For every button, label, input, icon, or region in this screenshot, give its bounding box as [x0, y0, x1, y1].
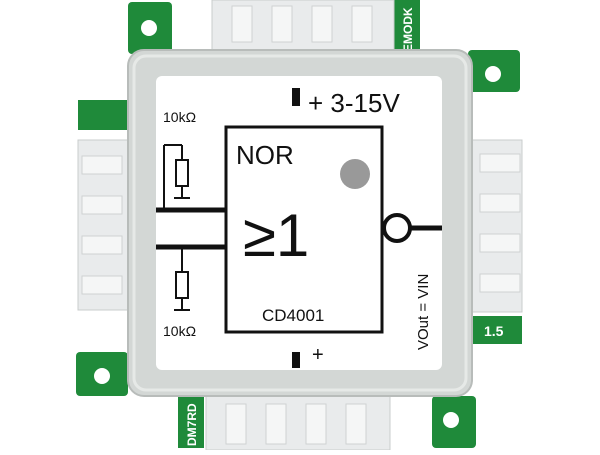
pcb-tab-right-bottom: [470, 316, 522, 344]
gate-box: [224, 125, 384, 334]
ground-marker: [292, 352, 300, 368]
resistor-top-label: 10kΩ: [163, 109, 196, 125]
supply-marker: [292, 88, 300, 106]
output-label: VOut = VIN: [415, 274, 432, 350]
connector-right: [465, 139, 523, 313]
brand-bottom-label: DM7RD: [185, 403, 199, 446]
mounting-holes: [94, 20, 501, 428]
brand-top-label: EMODK: [401, 7, 415, 52]
version-label: 1.5: [484, 323, 504, 339]
resistor-top: [163, 144, 190, 210]
connector-left: [77, 139, 135, 311]
hole-icon: [141, 20, 157, 36]
chip-label: CD4001: [262, 306, 324, 325]
hole-icon: [443, 412, 459, 428]
gate-symbol: ≥1: [243, 202, 309, 269]
supply-label: + 3-15V: [308, 88, 400, 118]
pcb-tab-bottom-left: [178, 396, 204, 448]
inversion-bubble: [382, 213, 412, 243]
status-led-indicator: [340, 159, 370, 189]
pcb-tab-top-right: [392, 0, 420, 52]
pcb-tab-left-top: [78, 100, 130, 130]
ground-plus-label: +: [312, 344, 324, 366]
connector-top: [211, 0, 395, 59]
hole-icon: [485, 66, 501, 82]
housing-inner-rim: [132, 54, 468, 392]
gate-name: NOR: [236, 140, 294, 170]
hole-icon: [94, 368, 110, 384]
resistor-bottom: [174, 247, 190, 311]
resistor-bottom-label: 10kΩ: [163, 323, 196, 339]
